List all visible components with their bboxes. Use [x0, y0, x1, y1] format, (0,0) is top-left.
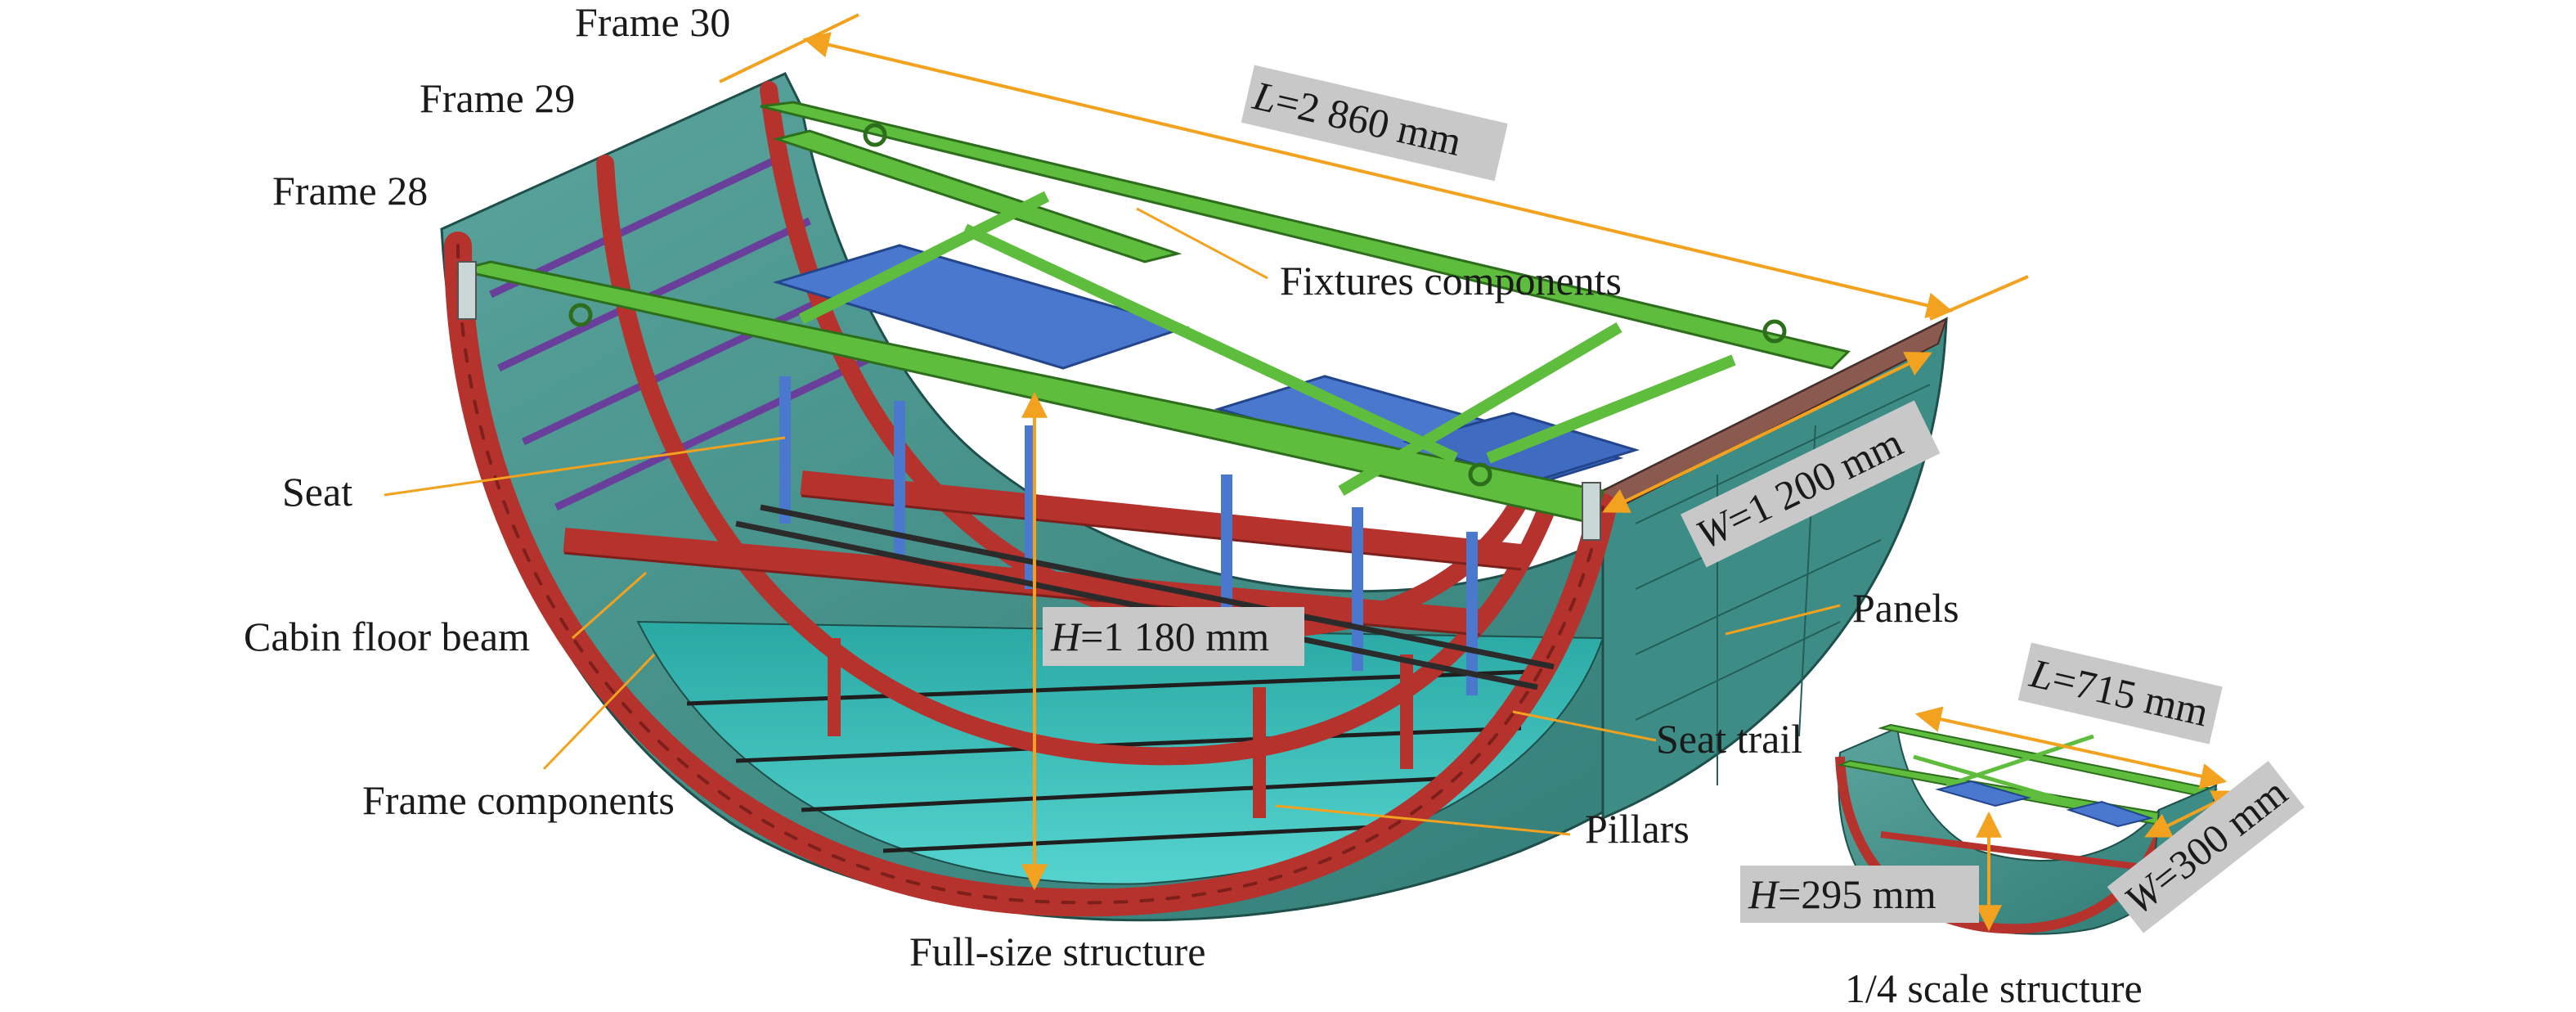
labels: Frame 30 Frame 29 Frame 28 Fixtures comp…: [244, 0, 2143, 1011]
end-brackets: [457, 261, 1601, 541]
label-frame-28: Frame 28: [272, 168, 428, 214]
dim-full-L: L=2 860 mm: [1241, 65, 1508, 182]
scale-floor-beams: [1880, 831, 2143, 870]
dim-full-H-var: H: [1050, 614, 1083, 659]
pillars: [828, 638, 1413, 818]
dim-full-H: H=1 180 mm: [1043, 607, 1304, 666]
label-seat: Seat: [282, 469, 352, 515]
label-pillars: Pillars: [1585, 806, 1690, 852]
label-panels: Panels: [1852, 585, 1959, 631]
label-full-size-structure: Full-size structure: [909, 929, 1205, 974]
dim-scale-H: H=295 mm: [1740, 866, 1979, 923]
label-seat-trail: Seat trail: [1656, 716, 1802, 762]
leader-lines: [384, 207, 1841, 836]
label-fixtures-components: Fixtures components: [1280, 258, 1622, 304]
label-frame-29: Frame 29: [420, 75, 575, 121]
dim-full-H-value: =1 180 mm: [1080, 614, 1269, 659]
label-cabin-floor-beam: Cabin floor beam: [244, 614, 530, 659]
seat-trails: [735, 504, 1555, 690]
label-frame-components: Frame components: [362, 777, 675, 823]
dim-scale-H-value: =295 mm: [1778, 871, 1936, 917]
label-frame-30: Frame 30: [575, 0, 730, 45]
dim-scale-H-var: H: [1748, 871, 1780, 917]
svg-text:H=295 mm: H=295 mm: [1748, 871, 1936, 917]
dim-scale-L: L=715 mm: [2017, 642, 2223, 744]
svg-text:H=1 180 mm: H=1 180 mm: [1050, 614, 1269, 659]
label-quarter-scale-structure: 1/4 scale structure: [1845, 965, 2143, 1011]
dimension-arrows: [719, 13, 2239, 932]
